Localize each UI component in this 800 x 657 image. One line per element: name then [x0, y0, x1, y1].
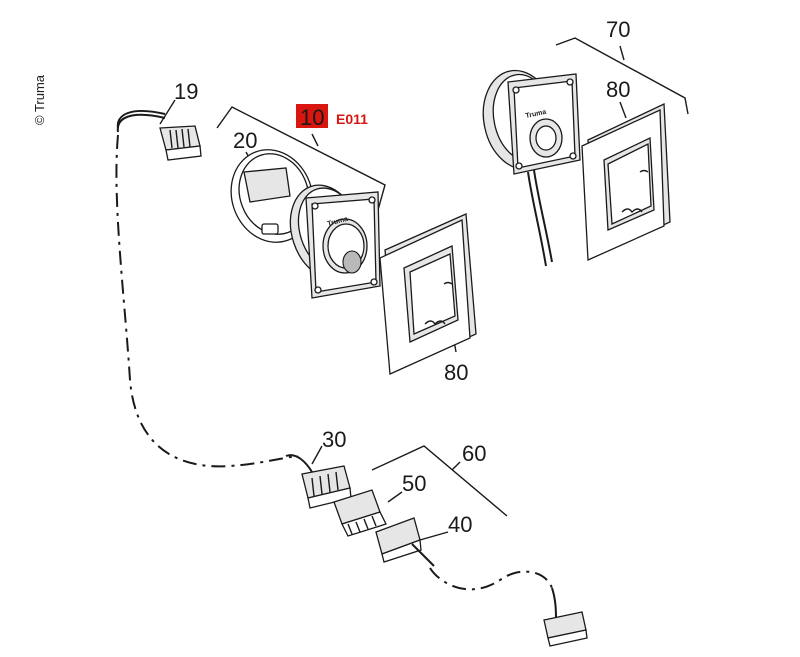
brand-mark-70: Truma: [525, 109, 547, 120]
adapter-50: [333, 489, 387, 537]
frame-80-bottom: [379, 213, 477, 375]
error-code-label: E011: [336, 111, 368, 127]
label-60: 60: [462, 441, 486, 466]
label-50: 50: [402, 471, 426, 496]
label-80-top: 80: [606, 77, 630, 102]
cable-19: [115, 110, 299, 468]
label-30: 30: [322, 427, 346, 452]
cable-40: [375, 517, 588, 647]
copyright-text: © Truma: [32, 74, 47, 125]
label-10: 10: [300, 105, 324, 130]
frame-80-top: [581, 102, 671, 261]
connector-19: [159, 125, 202, 161]
control-unit-70: Truma: [482, 69, 581, 267]
label-40: 40: [448, 512, 472, 537]
label-70: 70: [606, 17, 630, 42]
label-10-highlight: 10 E011: [296, 104, 368, 130]
control-unit-10: Truma: [289, 184, 381, 299]
label-80-bottom: 80: [444, 360, 468, 385]
leader-lines: [159, 37, 689, 541]
label-20: 20: [233, 128, 257, 153]
highlight-box: [296, 104, 328, 128]
label-19: 19: [174, 79, 198, 104]
